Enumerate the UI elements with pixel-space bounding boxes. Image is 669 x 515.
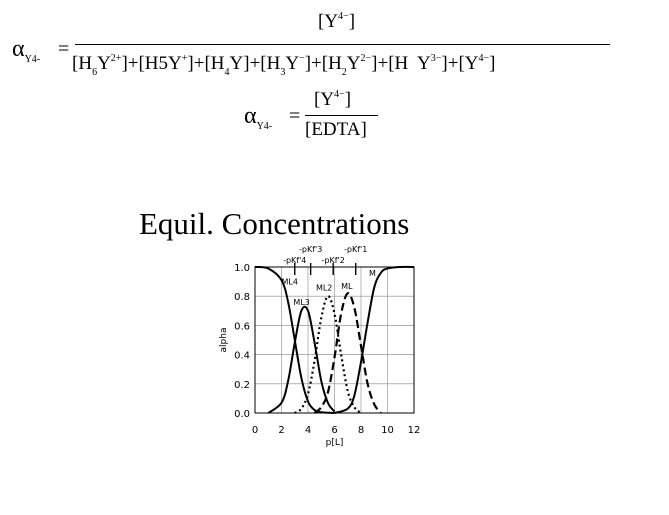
equation-2: αY4- = [Y4−] [EDTA] — [0, 88, 669, 148]
series-label: ML — [341, 282, 353, 291]
x-axis-label: p[L] — [326, 438, 344, 448]
denom-term: +[H Y3−] — [377, 53, 448, 74]
equals-sign: = — [289, 105, 301, 127]
denom-term: +[H4Y] — [193, 53, 250, 78]
pk-label: -pKf'3 — [299, 245, 322, 254]
eq2-fraction-line — [305, 115, 378, 116]
x-tick-label: 12 — [408, 425, 421, 436]
y-tick-label: 1.0 — [234, 263, 250, 274]
series-line-ml — [313, 292, 382, 414]
eq2-numerator: [Y4−] — [314, 89, 352, 110]
x-tick-label: 2 — [278, 425, 284, 436]
eq2-denominator: [EDTA] — [305, 119, 367, 140]
denom-term: +[H3Y−] — [249, 53, 312, 78]
pk-label: -pKf'2 — [322, 256, 345, 265]
eq1-denominator: [H6Y2+]+[H5Y+]+[H4Y]+[H3Y−]+[H2Y2−]+[H Y… — [72, 53, 495, 78]
series-line-m — [334, 265, 415, 414]
x-tick-label: 8 — [358, 425, 364, 436]
series-label: M — [369, 269, 376, 278]
y-tick-label: 0.6 — [234, 321, 250, 332]
y-tick-label: 0.0 — [234, 409, 250, 420]
series-label: ML3 — [293, 298, 309, 307]
denom-term: +[Y4−] — [447, 53, 496, 74]
series-label: ML2 — [316, 283, 332, 292]
y-tick-label: 0.8 — [234, 292, 250, 303]
x-tick-label: 4 — [305, 425, 311, 436]
alpha-symbol: αY4- — [12, 36, 41, 65]
y-tick-label: 0.2 — [234, 380, 250, 391]
pk-label: -pKf'4 — [283, 256, 306, 265]
y-tick-label: 0.4 — [234, 351, 250, 362]
series-line-ml3 — [267, 305, 336, 414]
pk-label: -pKf'1 — [344, 245, 367, 254]
x-tick-label: 0 — [252, 425, 258, 436]
denom-term: +[H5Y+] — [127, 53, 194, 74]
alpha-symbol: αY4- — [244, 103, 273, 132]
y-axis-label: alpha — [219, 328, 229, 353]
equals-sign: = — [58, 38, 70, 60]
series-label: ML4 — [282, 278, 298, 287]
chart-title: Equil. Concentrations — [139, 206, 410, 241]
x-tick-label: 6 — [331, 425, 337, 436]
equation-1: αY4- = [Y4−] [H6Y2+]+[H5Y+]+[H4Y]+[H3Y−]… — [0, 0, 669, 90]
eq1-numerator: [Y4−] — [318, 11, 356, 32]
denom-term: +[H2Y2−] — [311, 53, 378, 78]
denom-term: [H6Y2+] — [72, 53, 128, 78]
x-tick-label: 10 — [381, 425, 394, 436]
eq1-fraction-line — [75, 44, 610, 45]
